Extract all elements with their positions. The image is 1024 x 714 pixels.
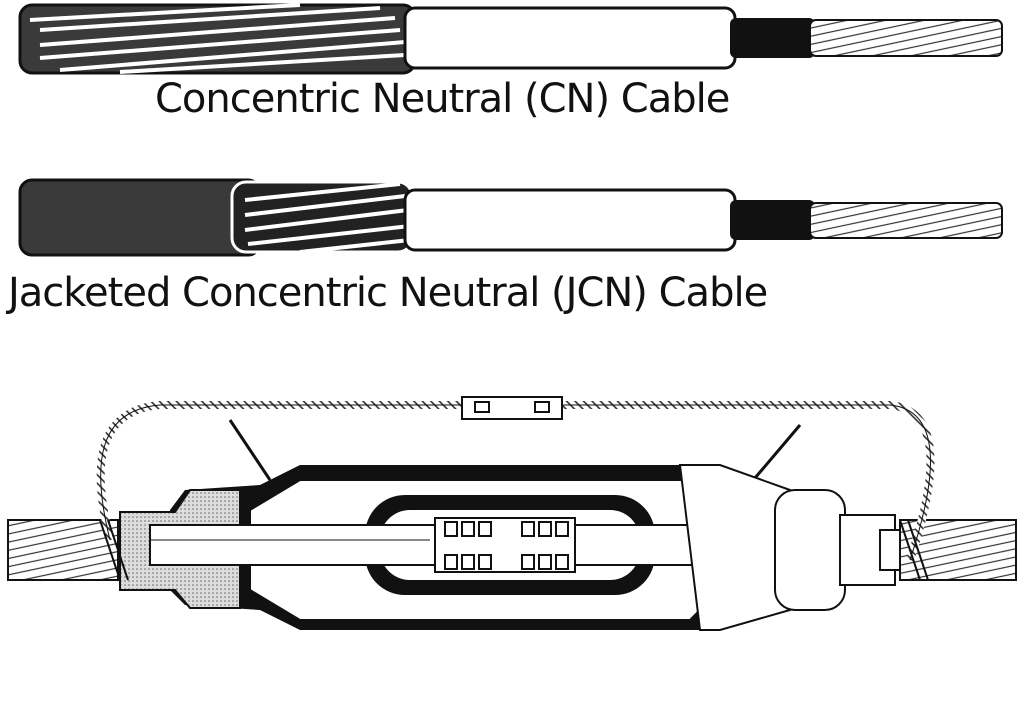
semicon-layer: [730, 200, 815, 240]
cn-cable-drawing: [18, 3, 1003, 75]
insulation: [403, 6, 737, 70]
concentric-neutral-wires: [29, 3, 406, 74]
conductor: [809, 202, 1003, 239]
jcn-cable-drawing: [18, 178, 1003, 257]
splice-drawing: [7, 396, 1017, 631]
semicon-layer: [730, 18, 815, 58]
insulation: [403, 188, 737, 252]
braid-connector: [461, 396, 563, 420]
conductor: [809, 19, 1003, 57]
jcn-cable-label: Jacketed Concentric Neutral (JCN) Cable: [8, 270, 768, 316]
cn-cable-label: Concentric Neutral (CN) Cable: [155, 76, 730, 122]
left-cable: [7, 519, 119, 581]
concentric-neutral-wires: [244, 182, 411, 254]
jacket: [18, 178, 262, 257]
